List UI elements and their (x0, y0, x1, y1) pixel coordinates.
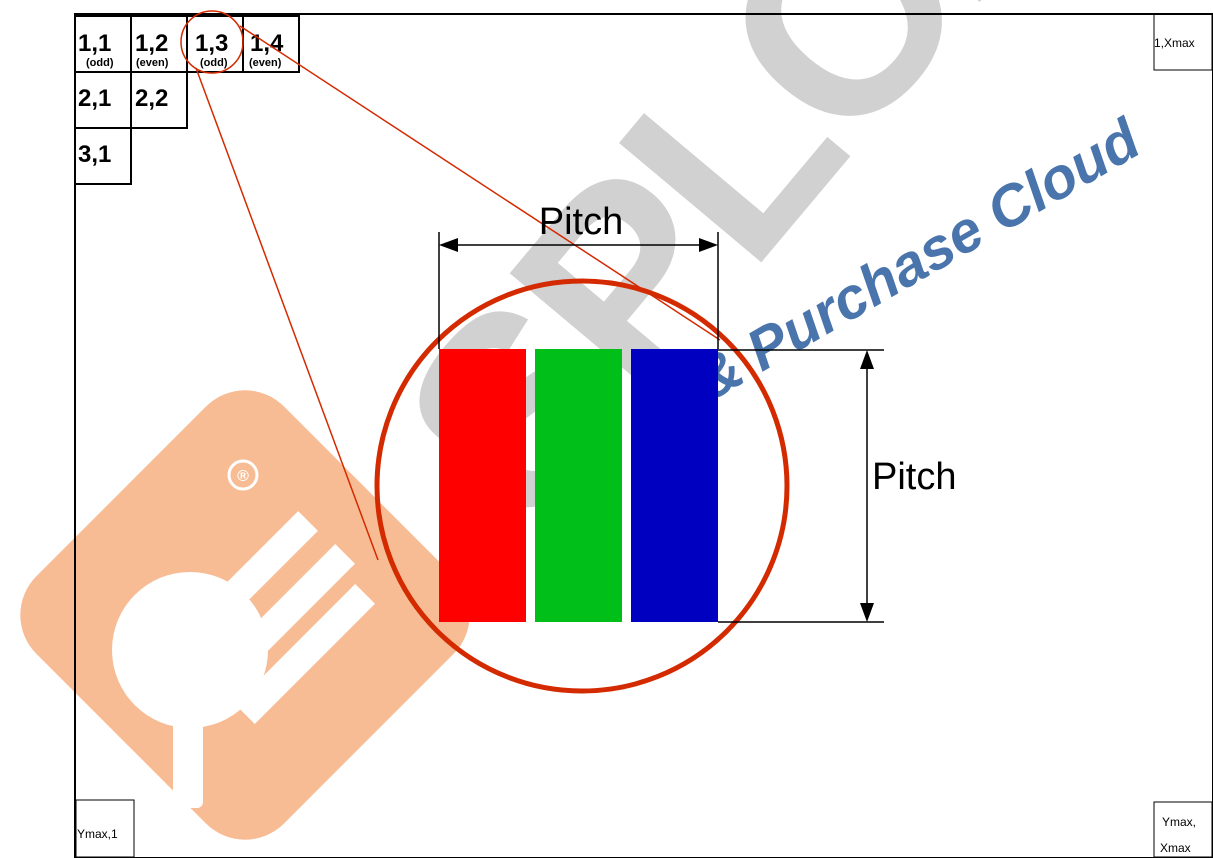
zoom-source-circle (180, 10, 244, 74)
arrow-down-icon (860, 603, 874, 622)
subpixels (439, 349, 718, 622)
cell-label-1-3: 1,3 (195, 30, 228, 57)
arrow-left-icon (439, 238, 458, 252)
registered-mark: ® (237, 468, 249, 485)
pitch-label-vertical: Pitch (872, 456, 956, 498)
corner-boxes (75, 13, 1213, 858)
corner-label-bottom-left: Ymax,1 (77, 827, 118, 841)
cell-label-1-1: 1,1 (78, 30, 111, 57)
cell-tag-1-3: (odd) (200, 57, 228, 69)
cell-tag-1-4: (even) (249, 57, 282, 69)
corner-label-top-right: 1,Xmax (1154, 36, 1195, 50)
subpixel-green (535, 349, 622, 622)
pitch-label-horizontal: Pitch (539, 201, 623, 243)
subpixel-red (439, 349, 526, 622)
vertical-pitch-dimension (718, 349, 884, 623)
display-frame (74, 13, 1213, 858)
arrow-up-icon (860, 350, 874, 369)
corner-box-top-right (1153, 13, 1213, 71)
cell-tag-1-2: (even) (136, 57, 169, 69)
cell-3-1 (74, 127, 132, 185)
zoom-magnified-circle (374, 278, 790, 694)
pixel-cell-labels: 1,1 (odd) 1,2 (even) 1,3 (odd) 1,4 (even… (78, 30, 284, 168)
zoom-line-lower (195, 67, 379, 561)
zoom-callout (180, 10, 790, 694)
cell-label-2-2: 2,2 (135, 85, 168, 112)
cell-label-3-1: 3,1 (78, 141, 111, 168)
cell-tag-1-1: (odd) (86, 57, 114, 69)
arrow-right-icon (699, 238, 718, 252)
horizontal-pitch-dimension (438, 232, 719, 349)
corner-box-bottom-right (1153, 801, 1213, 858)
corner-box-bottom-left (75, 799, 135, 858)
subpixel-blue (631, 349, 718, 622)
cell-label-1-2: 1,2 (135, 30, 168, 57)
corner-label-bottom-right-2: Xmax (1160, 841, 1191, 855)
corner-label-bottom-right-1: Ymax, (1162, 815, 1196, 829)
cell-label-2-1: 2,1 (78, 85, 111, 112)
cell-2-2 (130, 71, 188, 129)
